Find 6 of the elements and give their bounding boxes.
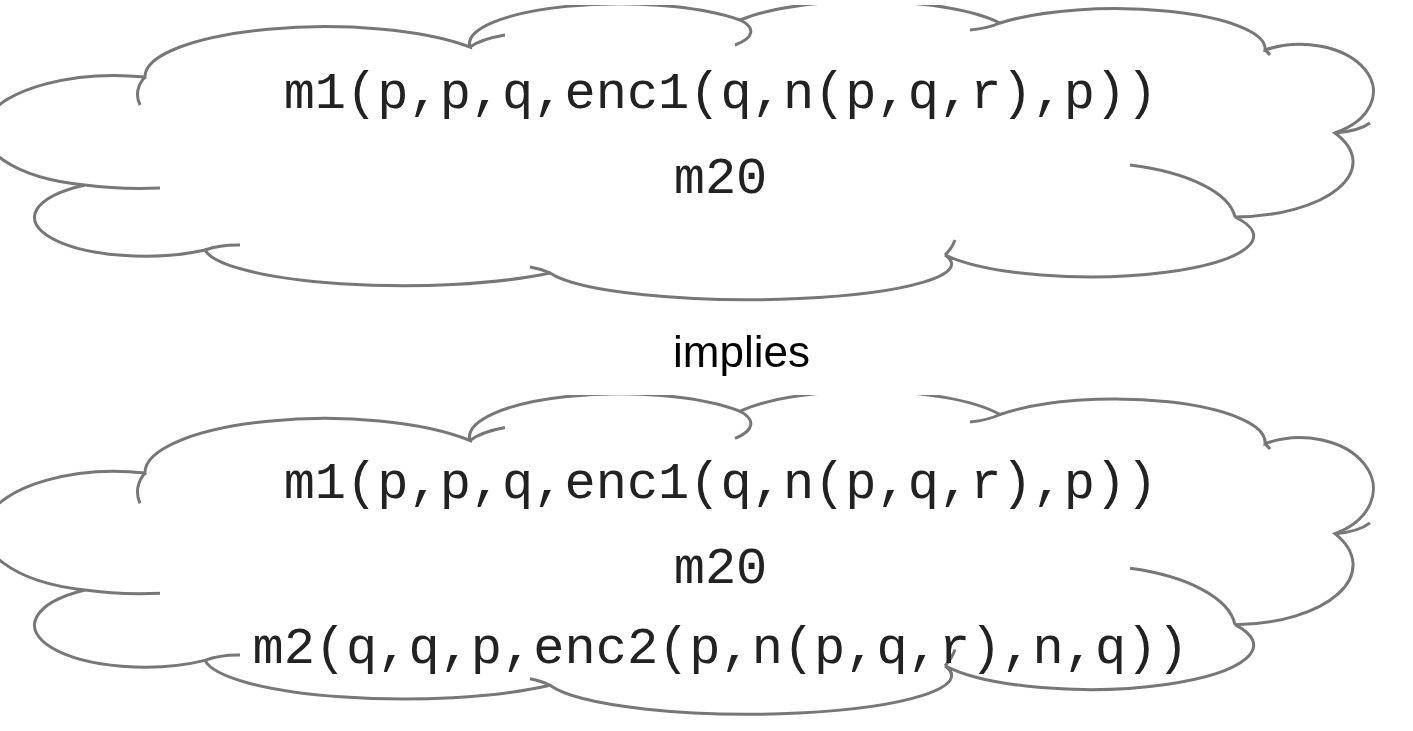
formula-text: m20 xyxy=(672,540,768,599)
formula-text: m1(p,p,q,enc1(q,n(p,q,r),p)) xyxy=(282,65,1158,124)
connector-word: implies xyxy=(672,327,810,376)
formula-text: m2(q,q,p,enc2(p,n(p,q,r),n,q)) xyxy=(251,620,1189,679)
formula-text: m20 xyxy=(672,150,768,209)
formula-text: m1(p,p,q,enc1(q,n(p,q,r),p)) xyxy=(282,455,1158,514)
